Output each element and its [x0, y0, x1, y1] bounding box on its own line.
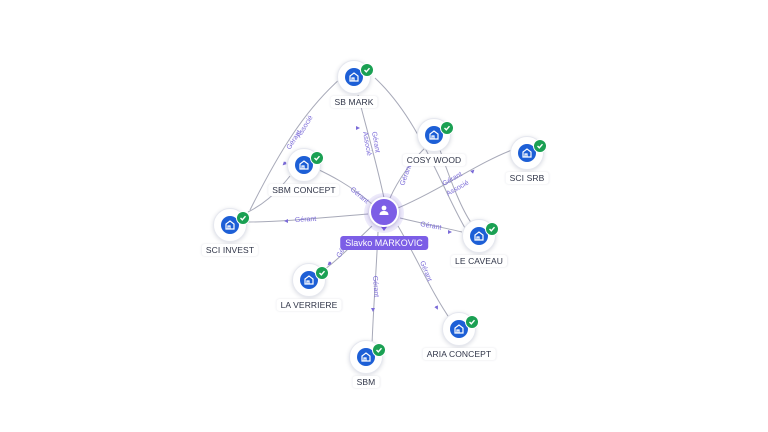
edge-arrow: [434, 305, 438, 310]
building-icon: [345, 68, 363, 86]
edge-person-scisrb: [397, 149, 513, 209]
edge-label: Gérant: [420, 221, 442, 232]
edge-label: Gérant: [371, 276, 379, 298]
person-name: Slavko MARKOVIC: [340, 236, 428, 250]
company-name: SBM CONCEPT: [268, 184, 340, 196]
building-icon: [295, 156, 313, 174]
edge-person-sciinvest: [247, 213, 369, 223]
edge-sbmconcept-sciinvest: [247, 175, 291, 213]
edge-arrow: [327, 261, 332, 266]
company-name: ARIA CONCEPT: [422, 348, 496, 360]
verified-check-icon: [310, 151, 324, 165]
verified-check-icon: [236, 211, 250, 225]
building-icon: [470, 227, 488, 245]
person-pin: [369, 197, 399, 227]
company-name: SCI SRB: [505, 172, 549, 184]
edge-arrow: [470, 169, 475, 174]
edge-sbmark-sciinvest: [249, 77, 342, 211]
edge-label: Associé: [296, 114, 315, 139]
edge-sbmark-lecaveau: [374, 77, 466, 229]
building-icon: [221, 216, 239, 234]
edge-person-cosywood: [389, 144, 429, 199]
building-icon: [450, 320, 468, 338]
edge-person-lecaveau: [399, 217, 463, 233]
company-name: COSY WOOD: [402, 154, 466, 166]
company-name: LA VERRIERE: [276, 299, 342, 311]
verified-check-icon: [465, 315, 479, 329]
building-icon: [357, 348, 375, 366]
verified-check-icon: [315, 266, 329, 280]
person-icon: [378, 203, 390, 221]
verified-check-icon: [360, 63, 374, 77]
building-icon: [518, 144, 536, 162]
verified-check-icon: [440, 121, 454, 135]
node-circle: [462, 219, 496, 253]
edge-arrow: [282, 161, 287, 166]
building-icon: [300, 271, 318, 289]
company-name: SB MARK: [330, 96, 378, 108]
edge-label: Gérant: [399, 164, 413, 187]
company-name: LE CAVEAU: [451, 255, 507, 267]
edge-label: Gérant: [418, 260, 433, 283]
edge-label: Gérant: [370, 131, 381, 153]
pin-tip: [379, 224, 389, 231]
verified-check-icon: [372, 343, 386, 357]
node-circle: [442, 312, 476, 346]
company-name: SBM: [352, 376, 380, 388]
building-icon: [425, 126, 443, 144]
edge-label: Gérant: [295, 216, 317, 224]
verified-check-icon: [485, 222, 499, 236]
verified-check-icon: [533, 139, 547, 153]
edge-label: Associé: [361, 131, 372, 156]
company-name: SCI INVEST: [201, 244, 259, 256]
node-circle: [349, 340, 383, 374]
